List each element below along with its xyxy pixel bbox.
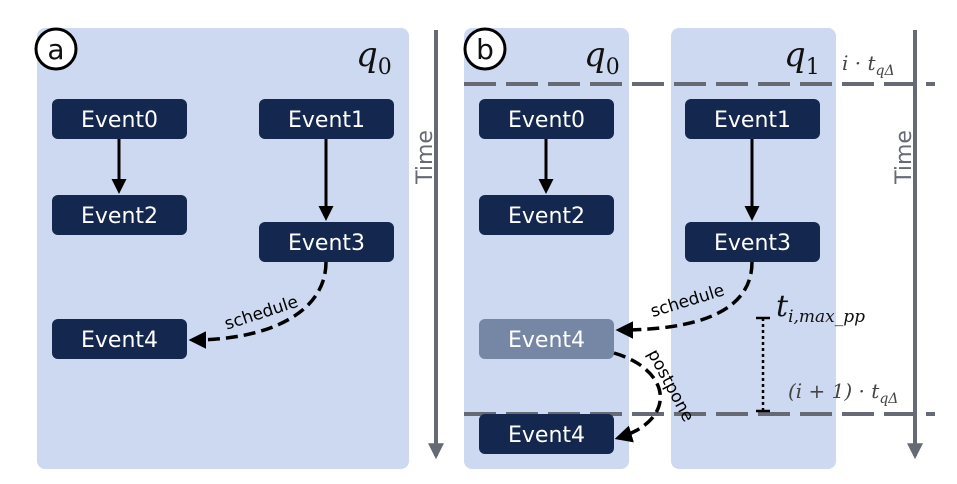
time-boundary-top-label: i · tqΔ (842, 51, 895, 79)
panel-b-badge-label: b (476, 33, 494, 66)
event0-label: Event0 (81, 108, 158, 133)
max-postpone-bracket (756, 316, 770, 413)
event3-label: Event3 (288, 231, 365, 256)
time-boundary-bottom-label: (i + 1) · tqΔ (788, 379, 898, 407)
b-event2-label: Event2 (508, 204, 585, 229)
event-box-event3: Event3 (259, 222, 394, 262)
event-box-b-event4: Event4 (479, 414, 614, 454)
panel-a: a q0 Event0 Event1 Event2 Event3 Event4 (34, 27, 444, 469)
panel-b: b q0 q1 i · tqΔ (i + 1) · tqΔ ti,max_pp … (463, 27, 935, 469)
event-box-b-event0: Event0 (479, 99, 614, 139)
event-box-b-event4-postponed: Event4 (479, 319, 614, 359)
event4-label: Event4 (81, 328, 158, 353)
t-max-pp-label: ti,max_pp (776, 289, 865, 327)
event-box-b-event3: Event3 (685, 222, 820, 262)
event-box-event0: Event0 (52, 99, 187, 139)
event-box-event2: Event2 (52, 195, 187, 235)
panel-b-badge: b (463, 27, 507, 71)
panel-b-q0-label: q0 (584, 35, 620, 80)
b-event0-label: Event0 (508, 108, 585, 133)
b-event1-label: Event1 (714, 108, 791, 133)
event-box-b-event2: Event2 (479, 195, 614, 235)
panel-b-q0-background (464, 28, 629, 469)
b-event4-label: Event4 (508, 423, 585, 448)
event2-label: Event2 (81, 204, 158, 229)
b-event4-postponed-label: Event4 (508, 328, 585, 353)
panel-b-q1-label: q1 (784, 35, 820, 80)
event-box-b-event1: Event1 (685, 99, 820, 139)
event1-label: Event1 (288, 108, 365, 133)
b-event3-label: Event3 (714, 231, 791, 256)
schedule-arrow-a (188, 261, 328, 349)
event-box-event1: Event1 (259, 99, 394, 139)
panel-a-badge: a (34, 27, 78, 71)
time-label-a: Time (413, 130, 438, 185)
postpone-arrow (613, 351, 662, 443)
panel-a-queue-label: q0 (356, 35, 392, 80)
event-box-event4: Event4 (52, 319, 187, 359)
panel-a-badge-label: a (47, 33, 64, 66)
time-label-b: Time (892, 130, 917, 185)
